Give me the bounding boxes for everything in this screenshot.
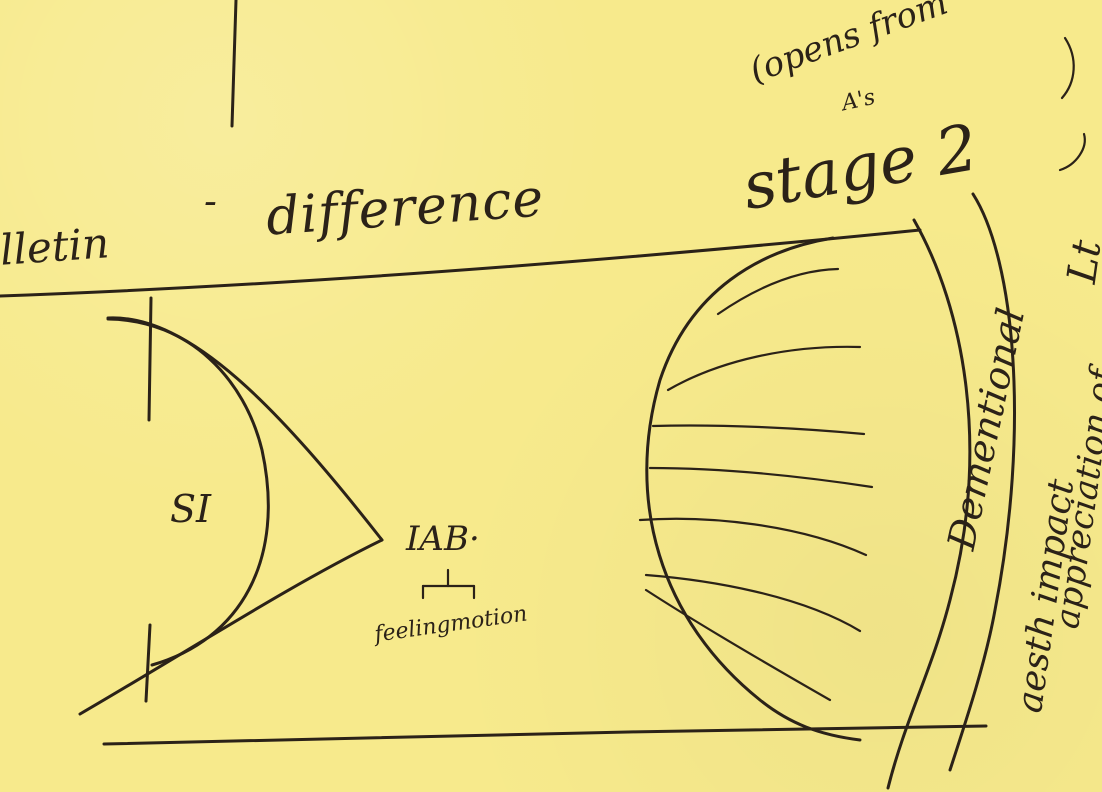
paren-mark	[1060, 36, 1075, 100]
stage-stripe-5	[638, 517, 868, 557]
left-tick-top	[147, 296, 153, 422]
inner-right-curve	[948, 192, 1017, 772]
left-wedge-top	[106, 316, 384, 542]
top-horizontal-line	[0, 228, 922, 298]
stage-stripe-7	[644, 588, 832, 702]
scribble-mark	[1058, 132, 1086, 172]
left-wedge-bottom	[78, 538, 384, 716]
stage-stripe-2	[666, 345, 862, 392]
outer-right-curve	[886, 218, 972, 790]
left-tick-bottom	[144, 623, 152, 703]
stage-stripe-6	[644, 573, 862, 633]
stage-stripe-3	[651, 424, 866, 436]
top-vertical-line	[230, 0, 238, 128]
stage-stripe-1	[716, 267, 840, 316]
si-label: SI	[170, 487, 212, 531]
dash-text: -	[204, 179, 217, 223]
iab-label: IAB·	[406, 519, 480, 559]
left-fragment-text: lletin	[0, 218, 111, 275]
bottom-horizontal-line	[102, 724, 988, 746]
stage-arc	[645, 236, 862, 742]
stage-stripe-4	[648, 466, 874, 489]
vertical-text-4: Lt	[1059, 237, 1102, 286]
